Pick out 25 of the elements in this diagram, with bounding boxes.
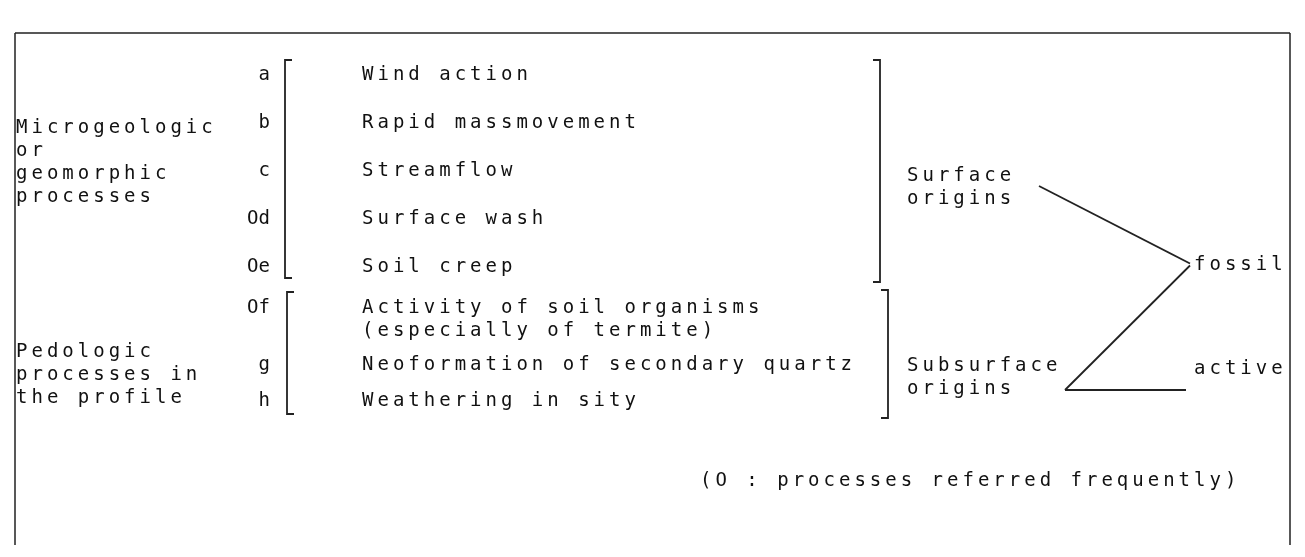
item-text: Wind action <box>362 62 533 85</box>
category-label: Subsurface origins <box>907 353 1067 399</box>
item-code: c <box>257 158 270 181</box>
connector-line <box>1038 185 1191 265</box>
item-text: Weathering in sity <box>362 388 641 411</box>
item-code: h <box>257 388 270 411</box>
item-text: Soil creep <box>362 254 518 277</box>
note-text: (O : processes referred frequently) <box>700 468 1242 491</box>
connector-line <box>1064 264 1191 391</box>
category-label: Surface origins <box>907 163 1037 209</box>
item-code: Oe <box>246 254 270 277</box>
item-code: g <box>257 352 270 375</box>
item-text: Activity of soil organisms (especially of termite) <box>362 295 765 341</box>
group-label: Pedologic processes in the profile <box>16 339 203 408</box>
item-text: Surface wash <box>362 206 549 229</box>
connector-line <box>1064 389 1187 391</box>
group-label: Microgeologic or geomorphic processes <box>16 115 216 207</box>
item-text: Neoformation of secondary quartz <box>362 352 858 375</box>
category-label: active <box>1194 356 1294 379</box>
item-code: Od <box>246 206 270 229</box>
item-text: Streamflow <box>362 158 518 181</box>
item-code: Of <box>246 295 270 318</box>
item-code: a <box>257 62 270 85</box>
category-label: fossil <box>1194 252 1294 275</box>
item-text: Rapid massmovement <box>362 110 641 133</box>
